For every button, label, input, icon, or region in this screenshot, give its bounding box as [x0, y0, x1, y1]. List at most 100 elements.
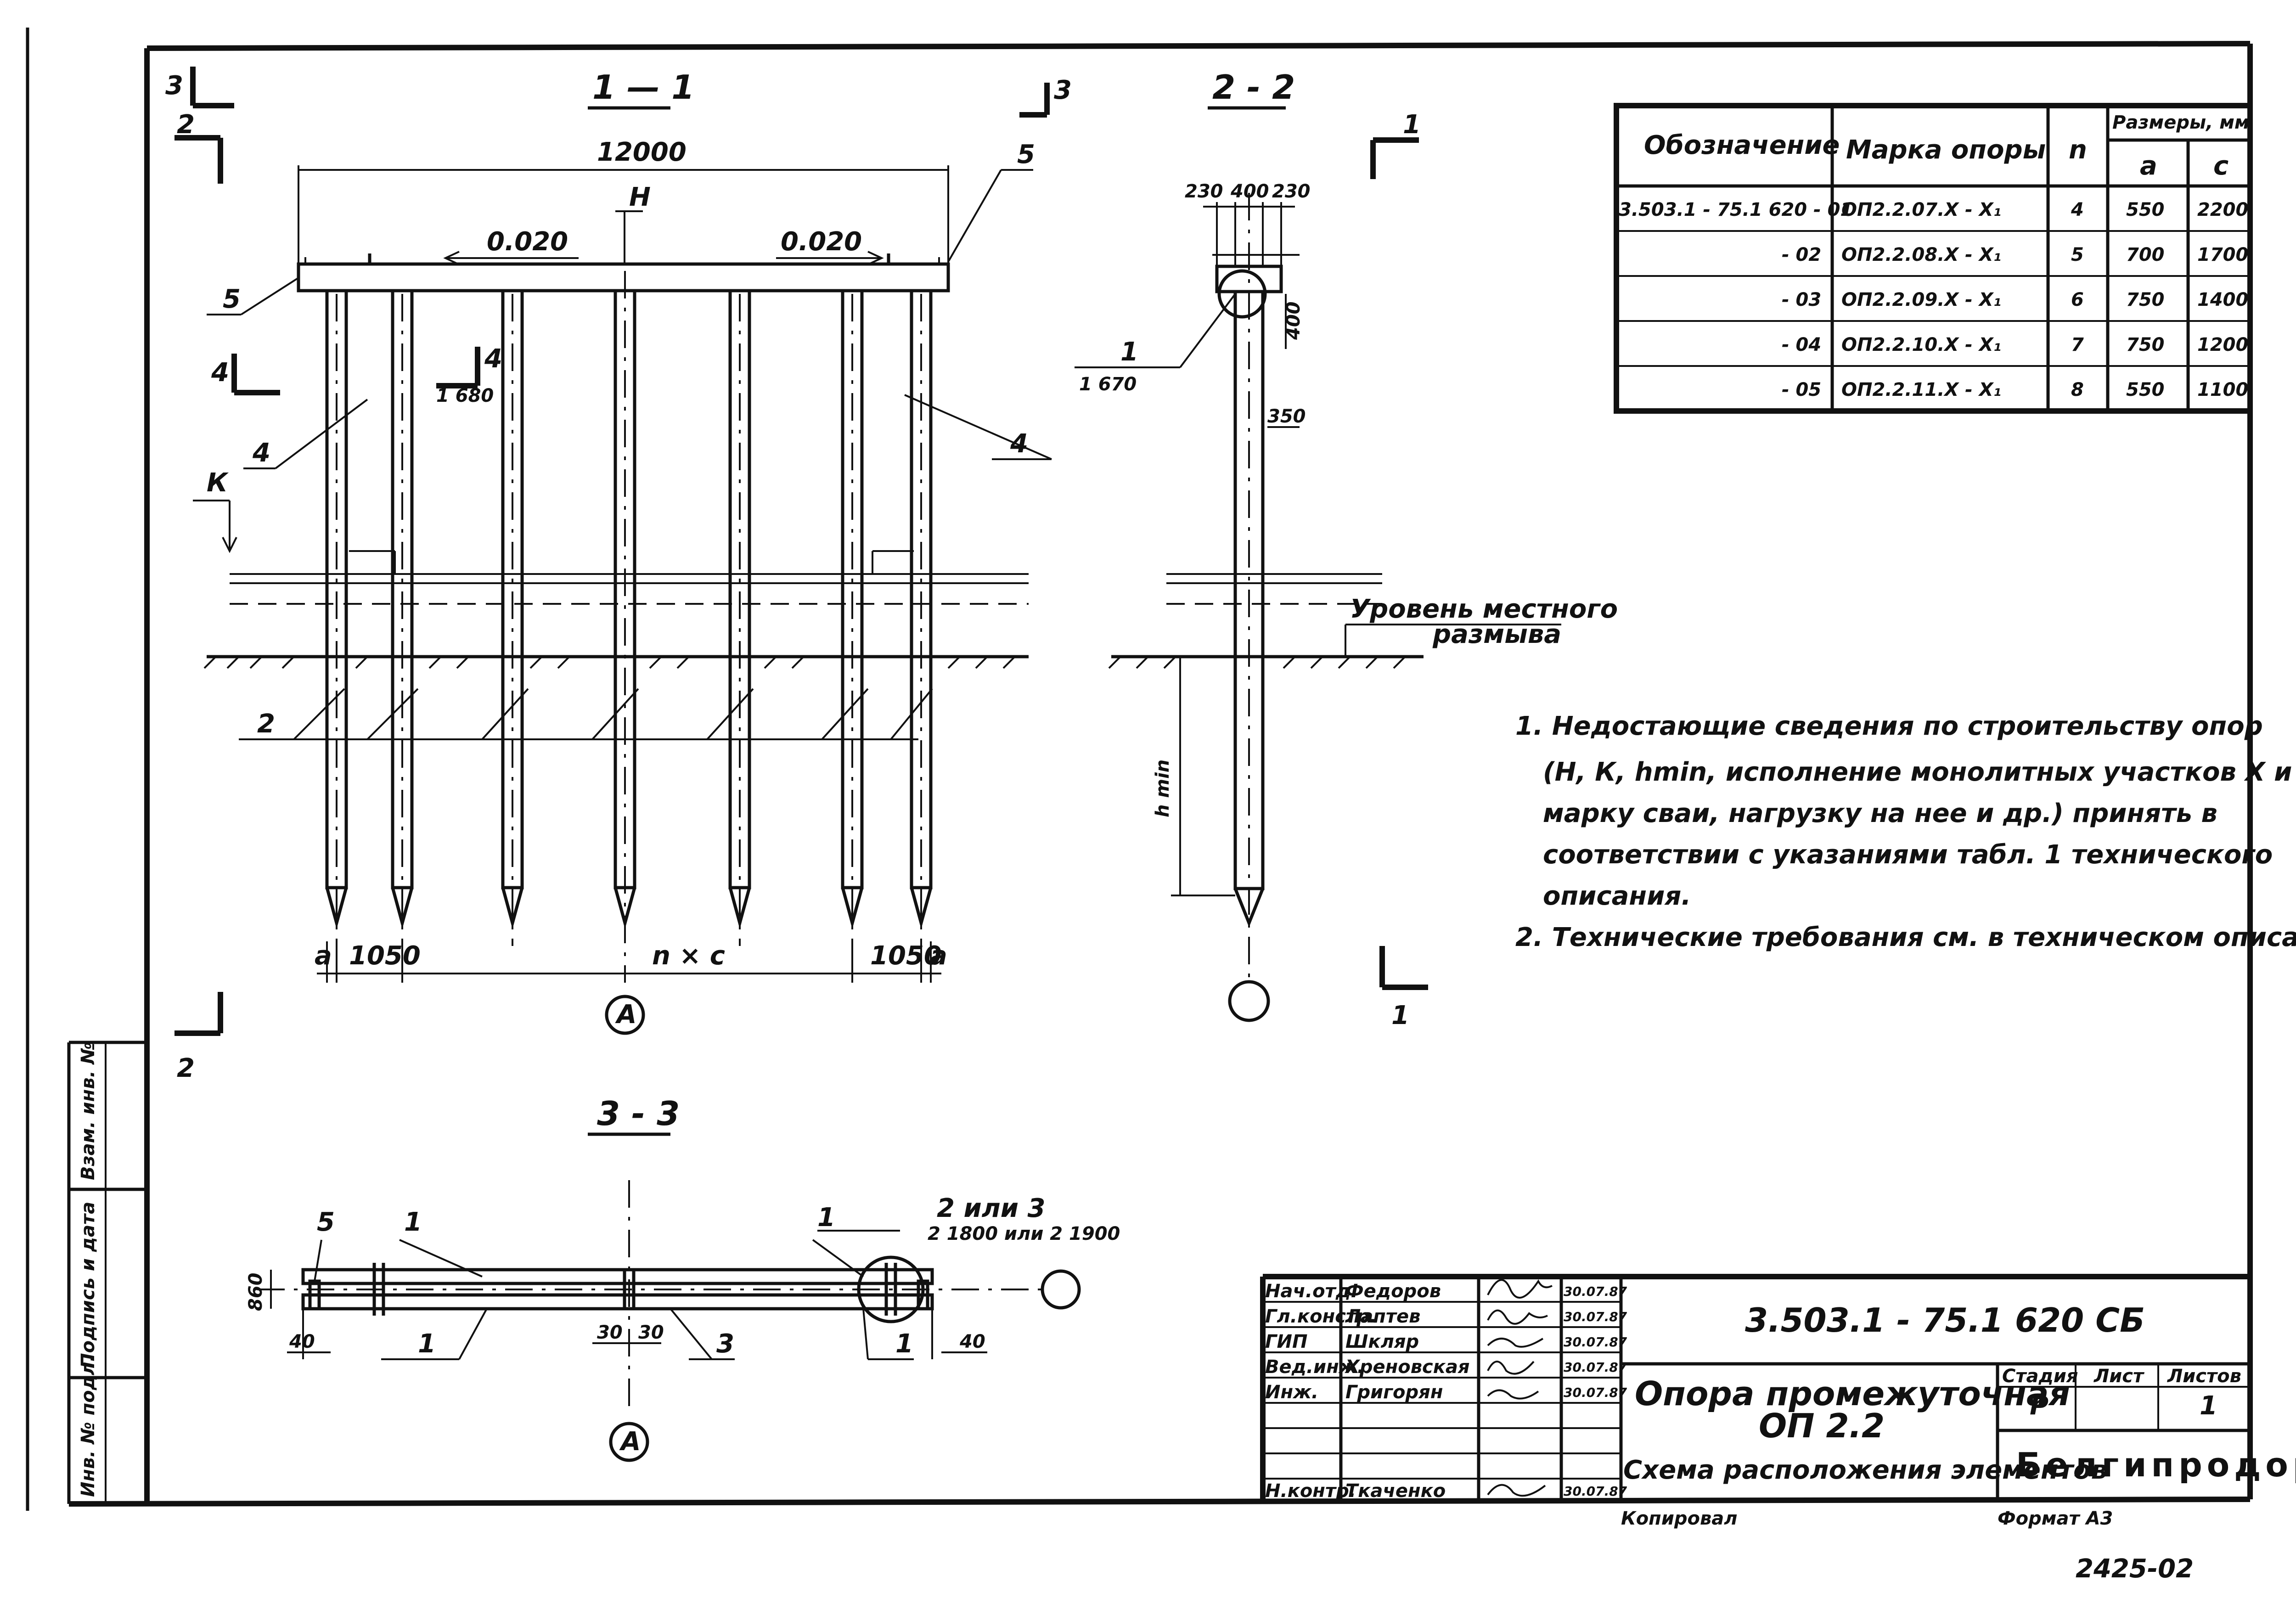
pile-2-2 [1233, 193, 1265, 978]
title-block [1260, 1274, 2250, 1502]
pos-3-3-3: 3 [716, 1329, 734, 1359]
dim-a-left: а [315, 941, 332, 971]
water-levels-1-1 [230, 550, 1029, 605]
pos-1-2-2: 1 [1120, 337, 1138, 367]
dim-40-right: 40 [959, 1331, 985, 1352]
tb-title-2: ОП 2.2 [1759, 1407, 1885, 1445]
slope-left-label: 0.020 [487, 227, 568, 257]
table-header-c: с [2213, 151, 2228, 181]
tb-title-1: Опора промежуточная [1635, 1374, 2070, 1413]
cut-label-2-top: 2 [177, 110, 195, 140]
dim-230-a: 230 [1185, 181, 1223, 202]
pos-1-3-3-a: 1 [404, 1207, 422, 1237]
pile-3 [501, 289, 524, 946]
note-line-3: марку сваи, нагрузку на нее и др.) приня… [1543, 799, 2217, 828]
pile-1670-label: 1 670 [1079, 374, 1137, 395]
dim-nxc: n × c [652, 941, 725, 971]
table-header-n: n [2069, 135, 2087, 165]
tb-date-1: 30.07.87 [1564, 1284, 1627, 1299]
table-header-a: а [2140, 151, 2157, 181]
pos-5-3-3: 5 [317, 1207, 335, 1237]
row3-a: 750 [2126, 289, 2165, 310]
tb-name-4: Хреновская [1344, 1356, 1470, 1378]
cut-marker-1-top [1370, 137, 1419, 179]
pos-1-3-3-b: 1 [817, 1203, 835, 1233]
axis-bubble-3-3 [1041, 1269, 1081, 1310]
cut-marker-4-mid [436, 347, 480, 388]
cut-label-2-bottom: 2 [177, 1053, 195, 1083]
row5-c: 1100 [2197, 379, 2248, 400]
tb-date-5: 30.07.87 [1564, 1385, 1627, 1400]
dim-230-b: 230 [1272, 181, 1311, 202]
spec-table [1614, 103, 2253, 414]
cut-label-4-left: 4 [211, 358, 229, 388]
tb-copied: Копировал [1621, 1508, 1738, 1529]
table-header-designation: Обозначение [1644, 130, 1840, 160]
tb-name-8: Ткаченко [1345, 1480, 1446, 1502]
table-header-mark: Марка опоры [1846, 135, 2046, 165]
note-line-1: 1. Недостающие сведения по строительству… [1515, 711, 2263, 741]
tb-role-3: ГИП [1265, 1331, 1307, 1352]
piles-view-1-1 [325, 271, 933, 983]
tb-org: Белгипродор [2016, 1446, 2296, 1484]
tb-role-2: Гл.констр. [1265, 1306, 1377, 1327]
tb-stage: Р [2030, 1391, 2048, 1421]
row4-n: 7 [2071, 334, 2084, 355]
dim-bottom-1-1 [317, 941, 941, 983]
tb-name-5: Григорян [1345, 1382, 1443, 1403]
tb-role-1: Нач.отд. [1265, 1281, 1357, 1302]
axis-A-bubble-1-1 [605, 995, 645, 1035]
row4-mark: ОП2.2.10.Х - Х₁ [1841, 334, 2001, 355]
cap-beam [297, 262, 950, 293]
note-line-2: (Н, К, hmin, исполнение монолитных участ… [1543, 757, 2296, 787]
signatures [1487, 1279, 1553, 1497]
cut-label-3-right: 3 [1054, 75, 1072, 105]
row1-a: 550 [2126, 199, 2165, 220]
row5-n: 8 [2071, 379, 2084, 400]
cut-marker-2-top [174, 135, 223, 184]
row2-c: 1700 [2197, 244, 2248, 265]
label-K: К [207, 468, 229, 498]
pile-1680-label: 1 680 [436, 385, 494, 406]
water-levels-2-2 [1108, 573, 1561, 669]
row5-mark: ОП2.2.11.Х - Х₁ [1841, 379, 2001, 400]
side-stamp-inv: Инв. № подл. [78, 1355, 99, 1497]
pos-4-left: 4 [252, 438, 270, 468]
cut-label-1-top: 1 [1403, 110, 1421, 140]
tb-format: Формат А3 [1998, 1508, 2113, 1529]
pos-5-left: 5 [223, 284, 241, 314]
tb-name-3: Шкляр [1345, 1331, 1419, 1352]
axis-A-label-3-3: А [619, 1427, 641, 1457]
erosion-label-2: размыва [1432, 619, 1561, 649]
cut-marker-3-right [1019, 83, 1050, 118]
side-stamp-sign: Подпись и дата [78, 1202, 99, 1368]
dim-1050-right: 1050 [870, 941, 942, 971]
leaders-1-1 [207, 169, 1052, 740]
note-line-6: 2. Технические требования см. в техничес… [1515, 923, 2296, 952]
tb-role-5: Инж. [1265, 1382, 1318, 1403]
dim-350: 350 [1267, 406, 1306, 427]
pile-2 [391, 289, 414, 946]
ground-line-1-1 [203, 655, 1029, 669]
dim-1050-left: 1050 [349, 941, 421, 971]
pile-7 [910, 289, 933, 946]
axis-A-label-1-1: А [615, 1000, 636, 1030]
slope-right-label: 0.020 [781, 227, 862, 257]
tb-role-4: Вед.инж. [1265, 1356, 1364, 1378]
tb-sheets-hdr: Листов [2167, 1366, 2241, 1387]
dim-40-left: 40 [289, 1331, 315, 1352]
row5-designation: - 05 [1782, 379, 1821, 400]
cut-marker-3-left [190, 67, 234, 108]
tb-date-2: 30.07.87 [1564, 1309, 1627, 1324]
pile-4 [613, 271, 636, 983]
row2-mark: ОП2.2.08.Х - Х₁ [1841, 244, 2001, 265]
note-line-5: описания. [1543, 881, 1691, 911]
note-line-4: соответствии с указаниями табл. 1 технич… [1543, 840, 2273, 870]
dim-400-vertical: 400 [1283, 302, 1304, 341]
pile-5 [728, 289, 751, 946]
row3-c: 1400 [2197, 289, 2248, 310]
dim-12000 [298, 165, 949, 285]
row5-a: 550 [2126, 379, 2165, 400]
leaders-3-3 [314, 1230, 914, 1360]
tb-date-3: 30.07.87 [1564, 1334, 1627, 1350]
